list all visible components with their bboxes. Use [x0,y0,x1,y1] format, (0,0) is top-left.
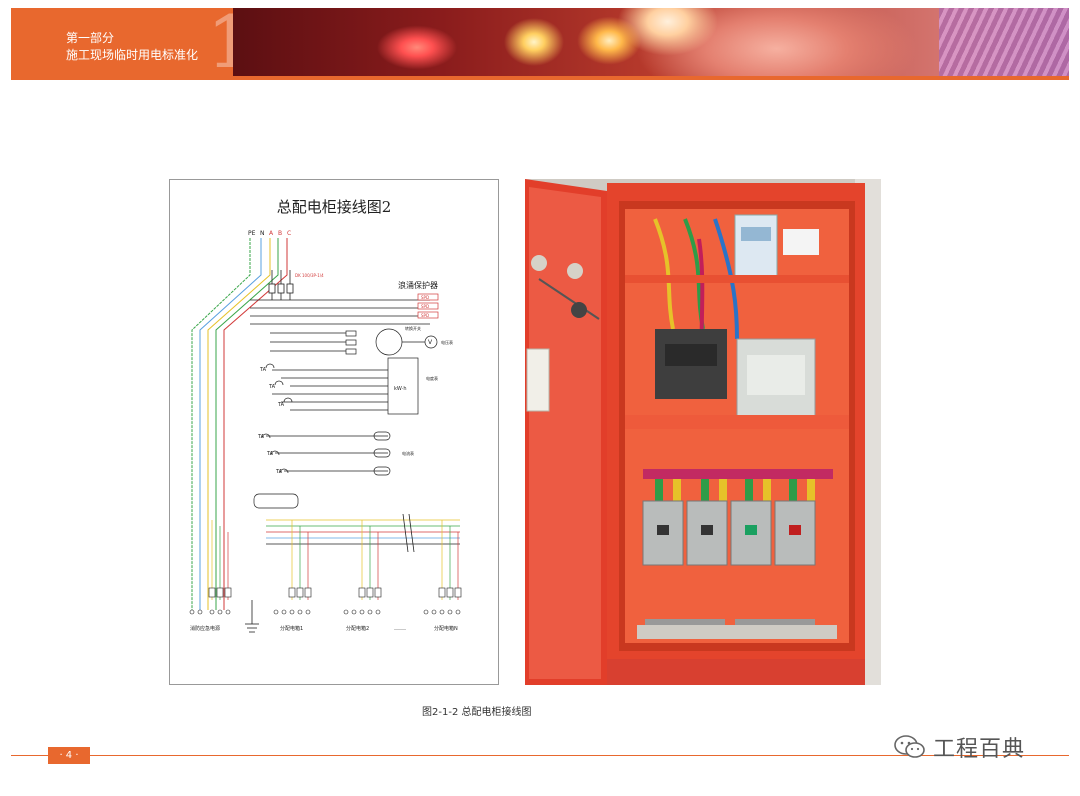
diagram-title: 总配电柜接线图2 [276,198,392,216]
output-label-boxn: 分配电箱N [434,625,458,632]
ta-label-2: TA [268,384,276,390]
wiring-diagram-panel: 总配电柜接线图2 PE N A B C DK 100/3P-1\4 [169,179,499,685]
busbars [250,299,430,325]
surge-protector-label: 浪涌保护器 [398,280,438,290]
switch-label: 转换开关 [405,325,421,331]
cabinet-illustration [525,179,881,685]
main-feeders [191,238,288,610]
cabinet-photo [525,179,881,685]
output-label-box1: 分配电箱1 [280,625,303,632]
rcd-unit [253,493,299,509]
ta-label-3: TA [277,402,285,408]
ground-icon [245,600,259,633]
spd-label-3: SPD [421,313,429,318]
watermark: 工程百典 [893,731,1025,763]
output-label-fire: 消防应急电源 [190,625,220,632]
header-orange-block: 第一部分 施工现场临时用电标准化 1 [11,8,257,76]
kwh-box-label: kW·h [394,386,407,392]
breaker-note-top: DK 100/3P-1\4 [295,273,324,278]
distribution-busbars [266,513,460,553]
terminal-dots [189,609,461,615]
output-label-ellipsis: …… [394,625,406,632]
ct-kwh-section [265,357,419,415]
footer-divider [11,755,1069,756]
ta-label-6: TA [275,469,283,475]
header-stripes [939,8,1069,76]
ammeter-section [261,431,391,476]
header-banner: 第一部分 施工现场临时用电标准化 1 [11,8,1069,76]
voltmeter-symbol: V [428,339,433,346]
output-breakers [208,587,462,598]
watermark-text: 工程百典 [933,737,1026,762]
phase-label-c: C [287,230,291,237]
page-number: · 4 · [48,747,90,764]
phase-label-n: N [260,230,265,237]
meter-label: 电度表 [426,375,438,381]
part-label: 第一部分 [66,31,115,45]
section-title: 施工现场临时用电标准化 [66,48,199,62]
spd-label-2: SPD [421,304,429,309]
header-photo [233,8,1069,76]
voltmeter-section [270,328,438,356]
output-label-box2: 分配电箱2 [346,625,369,632]
voltmeter-label: 电压表 [441,339,453,345]
wechat-icon [893,734,927,760]
spd-group: SPD SPD SPD [417,293,439,319]
figure-caption: 图2-1-2 总配电柜接线图 [422,707,532,718]
header-divider [11,76,1069,80]
ammeter-label: 电流表 [402,450,414,456]
wiring-diagram: PE N A B C DK 100/3P-1\4 浪涌保护器 [189,230,462,633]
phase-label-pe: PE [248,230,256,237]
ta-label-1: TA [259,367,267,373]
phase-label-a: A [269,230,274,237]
ta-label-4: TA [257,434,265,440]
spd-label-1: SPD [421,295,429,300]
ta-label-5: TA [266,451,274,457]
incoming-breakers [268,270,294,300]
phase-label-b: B [278,230,282,237]
